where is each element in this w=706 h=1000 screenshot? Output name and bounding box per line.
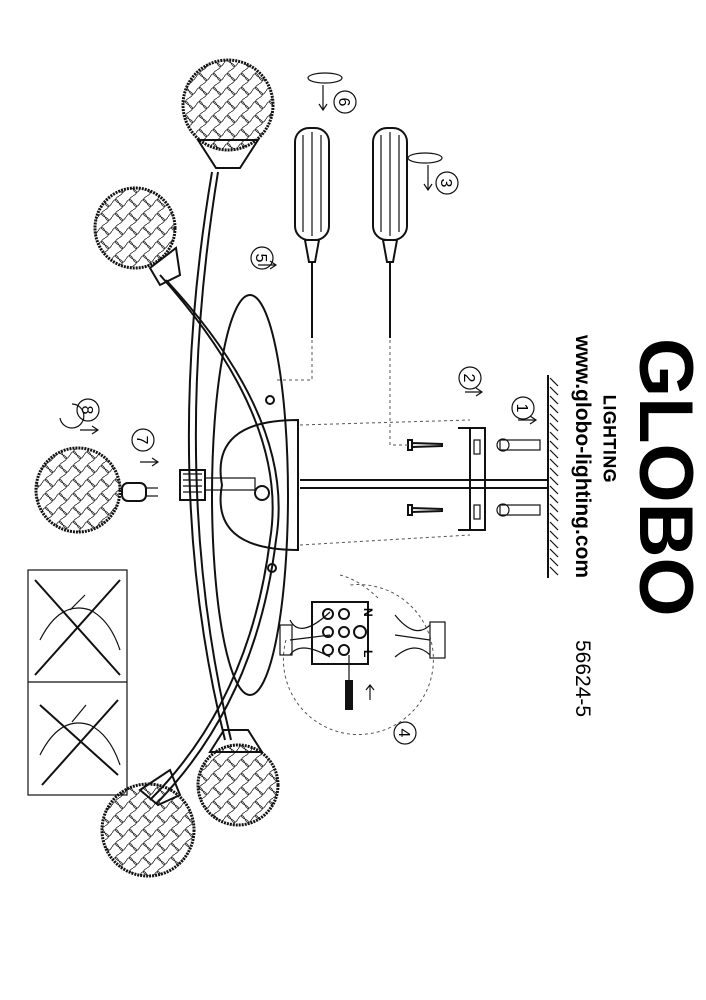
screwdriver-icon [294,127,330,338]
bulb-icon [121,482,158,502]
hatch-line [549,512,559,522]
step-3-marker: 3 [435,171,459,195]
step-number: 8 [78,406,95,415]
hatch-line [549,548,559,558]
shade-5 [100,768,196,878]
screwdriver-icon [345,680,353,710]
hatch-line [549,413,559,423]
bulb-handling-inset [27,569,128,796]
shade-4 [196,729,280,827]
step-number: 2 [460,374,477,383]
hatch-line [549,440,559,450]
step-number: 4 [395,729,412,738]
terminal-screw [322,644,334,656]
hatch-line [549,503,559,513]
hatch-line [549,539,559,549]
step-number: 7 [133,436,150,445]
brand-logo: GLOBO [623,338,706,617]
hatch-line [549,422,559,432]
hatch-line [549,476,559,486]
terminal-screw [322,608,334,620]
wall-plugs [496,438,541,517]
earth-symbol-icon [353,625,367,639]
screwdriver-icon [372,127,408,338]
hand-icon [39,594,121,651]
cross-icon [39,699,119,786]
screws [407,439,443,516]
step-number: 3 [437,179,454,188]
shade-2 [93,186,182,287]
hatch-line [549,467,559,477]
hatch-line [549,485,559,495]
terminal-screw [322,626,334,638]
product-code: 56624-5 [571,640,594,717]
hatch-line [549,386,559,396]
step-6-marker: 6 [333,90,357,114]
hatch-line [549,395,559,405]
hatch-line [549,431,559,441]
brand-subname: LIGHTING [600,395,619,483]
ring-frame [211,294,289,696]
step-number: 1 [513,404,530,413]
hatch-line [549,557,559,567]
step-1-marker: 1 [511,396,535,420]
lamp-socket [179,469,270,501]
website-url: www.globo-lighting.com [571,334,594,578]
hatch-line [549,377,559,387]
step-number: 6 [335,98,352,107]
terminal-label-l: L [361,650,375,657]
hatch-line [549,566,559,576]
hatch-line [549,530,559,540]
hatch-line [549,449,559,459]
terminal-block [311,601,369,665]
step-4-marker: 4 [393,721,417,745]
hatch-line [549,494,559,504]
hatch-line [549,404,559,414]
cross-icon [34,579,121,676]
hatch-line [549,521,559,531]
ceiling [547,375,559,578]
shade-1 [181,58,275,169]
hand-icon [39,704,121,766]
step-8-marker: 8 [76,398,100,422]
hatch-line [549,458,559,468]
step-5-marker: 5 [250,246,274,270]
canopy-screw [265,395,275,405]
arm [187,171,226,741]
terminal-label-n: N [361,608,375,617]
step-number: 5 [252,254,269,263]
step-7-marker: 7 [131,428,155,452]
shade-3 [34,446,122,534]
step-2-marker: 2 [458,366,482,390]
terminal-screw [338,608,350,620]
wiring-detail: N L [279,584,446,736]
canopy [219,418,299,552]
rotate-arrow-icon [307,72,443,192]
terminal-screw [338,626,350,638]
terminal-screw [338,644,350,656]
